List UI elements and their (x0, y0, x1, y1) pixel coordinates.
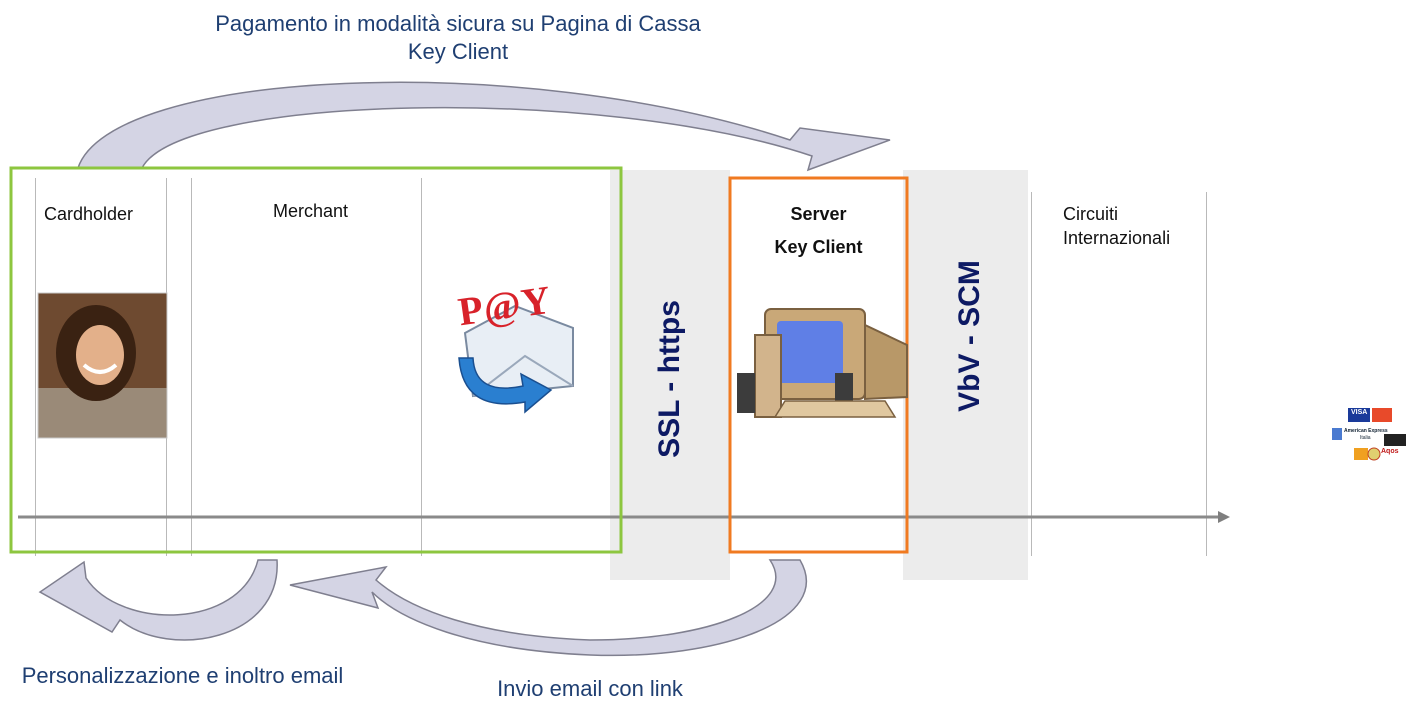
vbv-band (903, 170, 1028, 580)
card-circuits-icon (1332, 408, 1406, 461)
cardholder-label: Cardholder (44, 204, 134, 224)
merchant-frame (9, 166, 623, 554)
bottom-center-caption: Invio email con link (497, 676, 683, 701)
ssl-band-label: SSL - https (653, 300, 686, 458)
card-logo-amex: American Express (1344, 428, 1388, 434)
ssl-band (610, 170, 730, 580)
bottom-right-curved-arrow (289, 559, 808, 657)
server-title: Server (790, 204, 847, 224)
divider (35, 178, 36, 556)
divider (191, 178, 192, 556)
computer-icon (737, 308, 908, 418)
top-caption: Pagamento in modalità sicura su Pagina d… (215, 11, 701, 64)
server-name: Key Client (774, 237, 863, 257)
bottom-left-curved-arrow (38, 559, 278, 641)
vbv-band-label: VbV - SCM (953, 260, 986, 412)
merchant-label: Merchant (273, 201, 349, 221)
card-logo-visa: VISA (1351, 409, 1368, 416)
divider (1031, 192, 1032, 556)
card-logo-amex-sub: Italia (1360, 435, 1371, 441)
divider (421, 178, 422, 556)
divider (1206, 192, 1207, 556)
card-logo-aqos: Aqos (1381, 448, 1399, 455)
bottom-left-caption: Personalizzazione e inoltro email (21, 663, 344, 688)
pay-email-icon (458, 304, 574, 414)
top-curved-arrow (76, 81, 891, 172)
cardholder-photo (37, 292, 168, 439)
circuiti-label: Circuiti Internazionali (1063, 204, 1171, 248)
